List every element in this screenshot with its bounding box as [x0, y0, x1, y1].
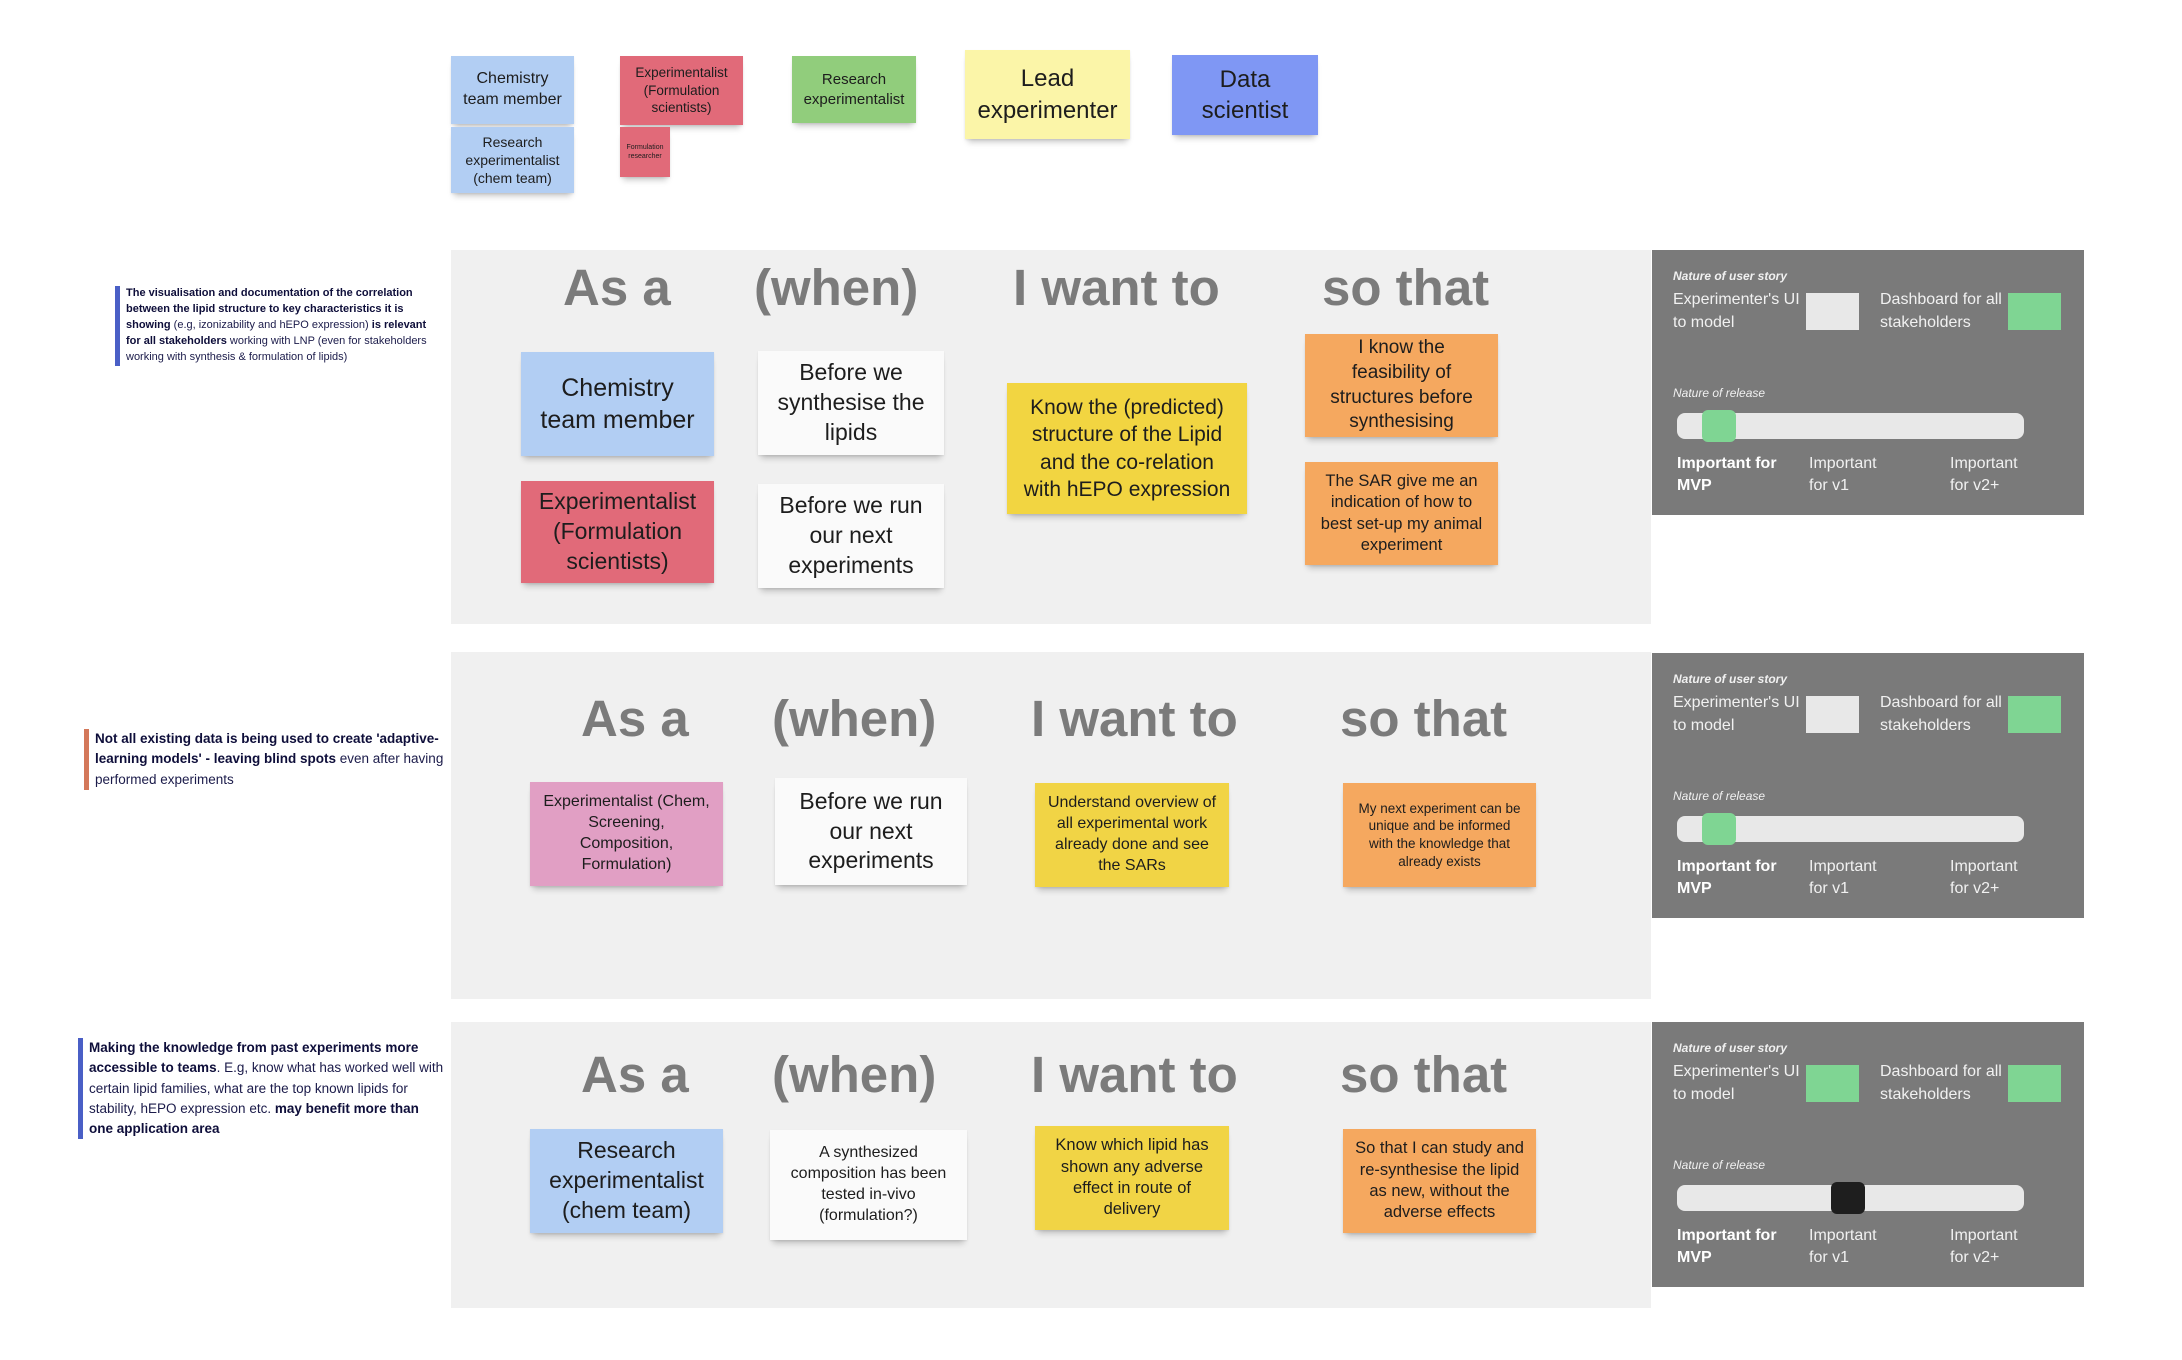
persona-formulation-scientist[interactable]: Experimentalist (Formulation scientists) [620, 56, 743, 125]
experimenter-ui-label: Experimenter's UI to model [1673, 1063, 1800, 1104]
nature-of-release-title: Nature of release [1673, 789, 1766, 803]
mvp-label: Important for MVP [1677, 455, 1777, 495]
persona-research-experimentalist-chem[interactable]: Research experimentalist (chem team) [451, 127, 574, 193]
story-3-persona[interactable]: Research experimentalist (chem team) [530, 1129, 723, 1233]
mvp-label: Important for MVP [1677, 858, 1777, 898]
nature-of-release-title: Nature of release [1673, 1158, 1766, 1172]
release-slider-thumb[interactable] [1831, 1182, 1865, 1214]
story-1-persona-2[interactable]: Experimentalist (Formulation scientists) [521, 481, 714, 583]
dashboard-label: Dashboard for all stakeholders [1880, 291, 2002, 332]
mvp-label: Important for MVP [1677, 1227, 1777, 1267]
row-1-note: The visualisation and documentation of t… [115, 286, 435, 366]
header-so-that: so that [1340, 1046, 1508, 1103]
story-2-persona[interactable]: Experimentalist (Chem, Screening, Compos… [530, 782, 723, 886]
experimenter-ui-toggle[interactable] [1806, 696, 1859, 733]
story-3-when[interactable]: A synthesized composition has been teste… [770, 1130, 967, 1240]
dashboard-label: Dashboard for all stakeholders [1880, 1063, 2002, 1104]
story-panel-1: Nature of user story Experimenter's UI t… [1652, 250, 2084, 515]
story-1-when-2[interactable]: Before we run our next experiments [758, 484, 944, 588]
header-i-want-to: I want to [1031, 1046, 1238, 1103]
v1-label: Important for v1 [1809, 1227, 1877, 1267]
note-text: Making the knowledge from past experimen… [89, 1040, 444, 1136]
header-so-that: so that [1322, 259, 1490, 316]
story-3-want[interactable]: Know which lipid has shown any adverse e… [1035, 1126, 1229, 1230]
persona-chemistry-team-member[interactable]: Chemistry team member [451, 56, 574, 124]
row-2-note: Not all existing data is being used to c… [84, 729, 444, 790]
header-when: (when) [772, 1046, 937, 1103]
header-when: (when) [772, 690, 937, 747]
note-bar [115, 286, 120, 366]
v2-label: Important for v2+ [1950, 1227, 2018, 1267]
persona-lead-experimenter[interactable]: Lead experimenter [965, 50, 1130, 139]
header-when: (when) [754, 259, 919, 316]
v1-label: Important for v1 [1809, 858, 1877, 898]
v2-label: Important for v2+ [1950, 455, 2018, 495]
persona-research-experimentalist[interactable]: Research experimentalist [792, 56, 916, 123]
header-as-a: As a [581, 690, 689, 747]
persona-formulation-researcher[interactable]: Formulation researcher [620, 127, 670, 177]
note-text: The visualisation and documentation of t… [126, 287, 427, 363]
story-1-when-1[interactable]: Before we synthesise the lipids [758, 351, 944, 455]
v1-label: Important for v1 [1809, 455, 1877, 495]
header-as-a: As a [581, 1046, 689, 1103]
nature-of-story-title: Nature of user story [1673, 269, 1788, 283]
note-text: Not all existing data is being used to c… [95, 731, 444, 787]
persona-data-scientist[interactable]: Data scientist [1172, 55, 1318, 135]
dashboard-toggle[interactable] [2008, 696, 2061, 733]
dashboard-toggle[interactable] [2008, 293, 2061, 330]
story-1-so-that-2[interactable]: The SAR give me an indication of how to … [1305, 462, 1498, 565]
header-i-want-to: I want to [1031, 690, 1238, 747]
nature-of-release-title: Nature of release [1673, 386, 1766, 400]
nature-of-story-title: Nature of user story [1673, 672, 1788, 686]
note-bar [84, 729, 89, 790]
dashboard-label: Dashboard for all stakeholders [1880, 694, 2002, 735]
header-i-want-to: I want to [1013, 259, 1220, 316]
story-panel-2: Nature of user story Experimenter's UI t… [1652, 653, 2084, 918]
experimenter-ui-label: Experimenter's UI to model [1673, 694, 1800, 735]
header-so-that: so that [1340, 690, 1508, 747]
story-1-want[interactable]: Know the (predicted) structure of the Li… [1007, 383, 1247, 514]
v2-label: Important for v2+ [1950, 858, 2018, 898]
story-1-persona-1[interactable]: Chemistry team member [521, 352, 714, 456]
nature-of-story-title: Nature of user story [1673, 1041, 1788, 1055]
row-3-note: Making the knowledge from past experimen… [78, 1038, 444, 1140]
story-3-so-that[interactable]: So that I can study and re-synthesise th… [1343, 1129, 1536, 1233]
experimenter-ui-toggle[interactable] [1806, 293, 1859, 330]
story-1-so-that-1[interactable]: I know the feasibility of structures bef… [1305, 334, 1498, 437]
header-as-a: As a [563, 259, 671, 316]
story-2-so-that[interactable]: My next experiment can be unique and be … [1343, 783, 1536, 887]
release-slider-thumb[interactable] [1702, 410, 1736, 442]
experimenter-ui-toggle[interactable] [1806, 1065, 1859, 1102]
experimenter-ui-label: Experimenter's UI to model [1673, 291, 1800, 332]
note-bar [78, 1038, 83, 1140]
release-slider-thumb[interactable] [1702, 813, 1736, 845]
story-panel-3: Nature of user story Experimenter's UI t… [1652, 1022, 2084, 1287]
story-2-when[interactable]: Before we run our next experiments [775, 778, 967, 885]
story-2-want[interactable]: Understand overview of all experimental … [1035, 783, 1229, 887]
dashboard-toggle[interactable] [2008, 1065, 2061, 1102]
